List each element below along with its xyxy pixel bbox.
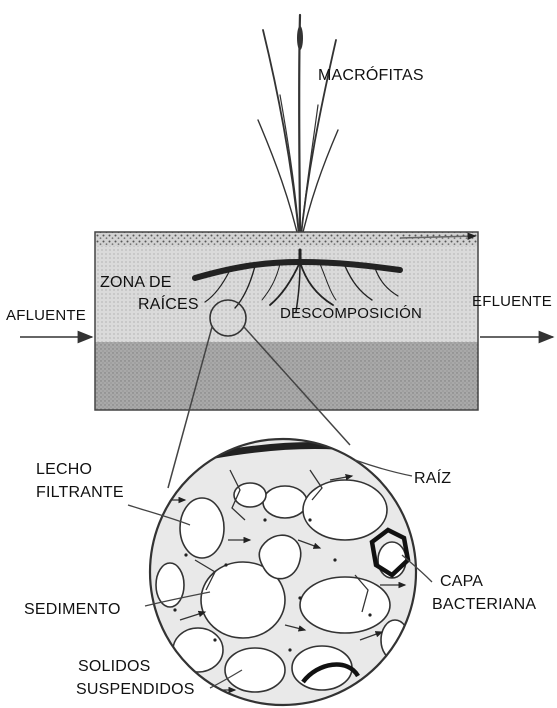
magnified-detail (140, 439, 420, 705)
label-zona-de: ZONA DE (100, 274, 172, 291)
label-capa: CAPA (440, 573, 483, 590)
label-sedimento: SEDIMENTO (24, 601, 121, 618)
label-efluente: EFLUENTE (472, 293, 552, 310)
macrophyte-plant (258, 15, 338, 245)
label-suspendidos: SUSPENDIDOS (76, 681, 195, 698)
label-raices: RAÍCES (138, 294, 199, 313)
label-macrofitas: MACRÓFITAS (318, 65, 424, 84)
label-afluente: AFLUENTE (6, 307, 86, 324)
label-filtrante: FILTRANTE (36, 484, 124, 501)
label-solidos: SOLIDOS (78, 658, 151, 675)
label-descomposicion: DESCOMPOSICIÓN (280, 305, 422, 322)
label-bacteriana: BACTERIANA (432, 596, 536, 613)
label-raiz: RAÍZ (414, 468, 451, 487)
label-lecho: LECHO (36, 461, 92, 478)
